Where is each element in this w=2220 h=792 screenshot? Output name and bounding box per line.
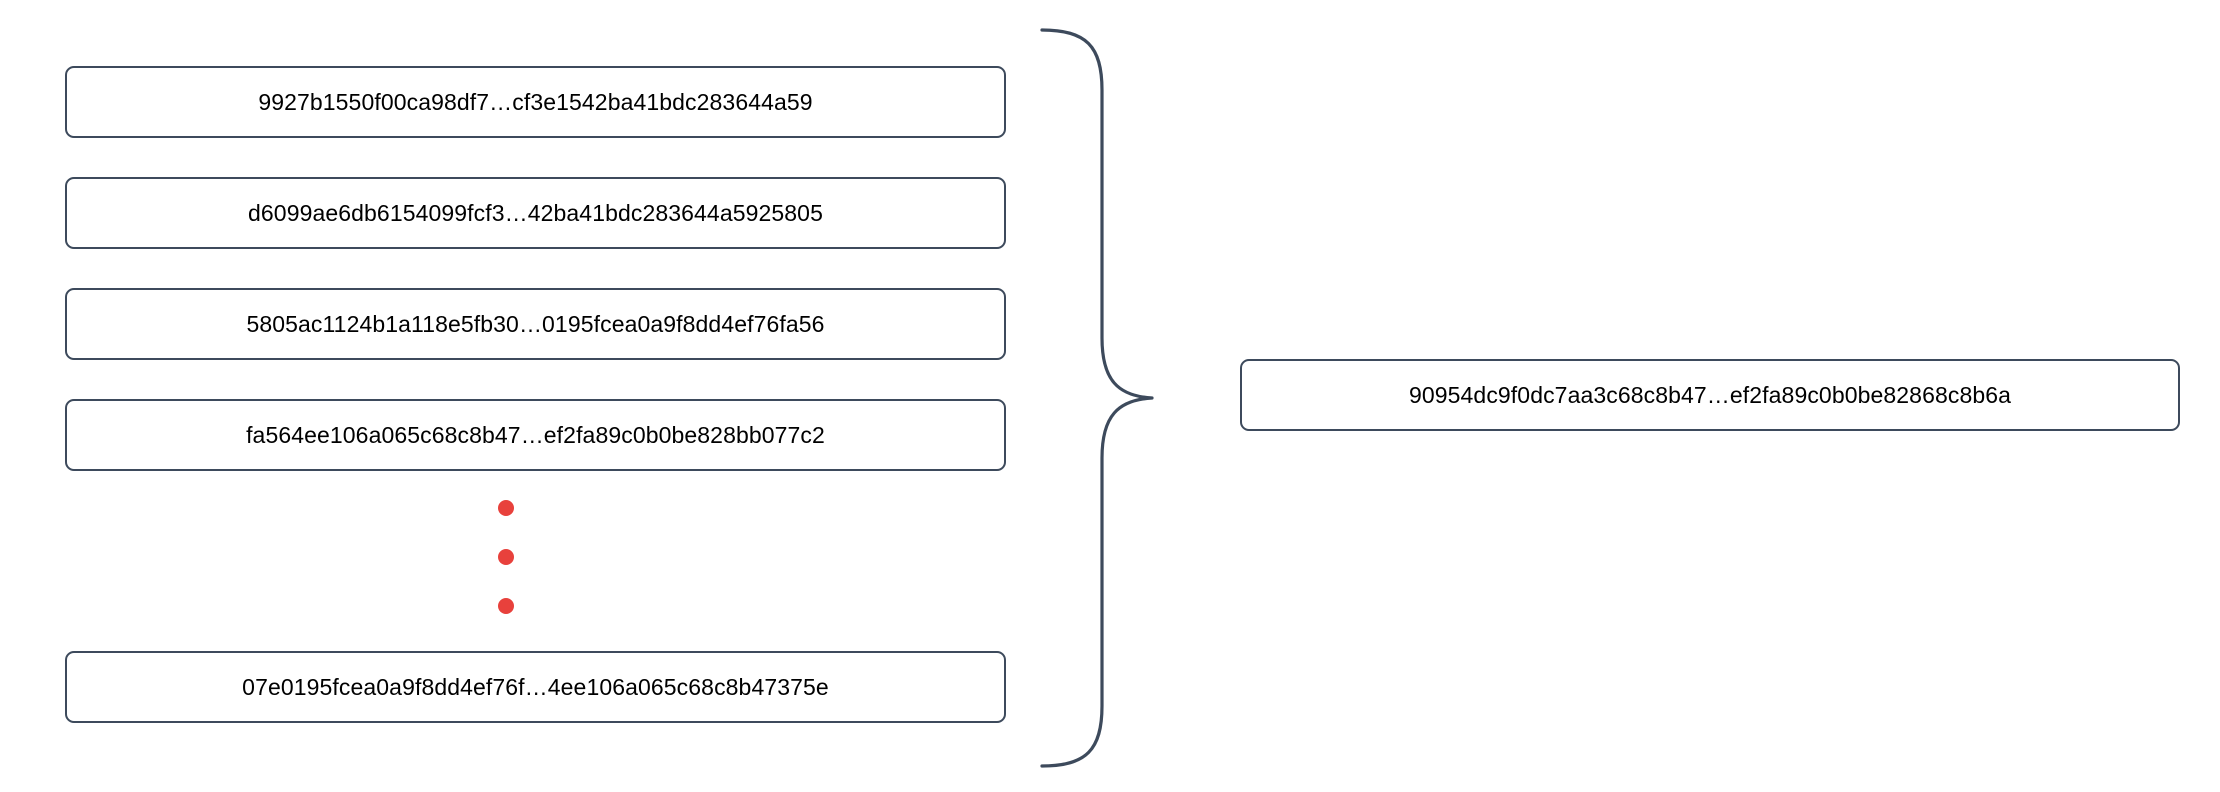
ellipsis-dot-2 (498, 549, 514, 565)
output-hash-label: 90954dc9f0dc7aa3c68c8b47…ef2fa89c0b0be82… (1408, 381, 2012, 408)
curly-brace-icon (1040, 28, 1160, 768)
input-hash-box-5[interactable]: 07e0195fcea0a9f8dd4ef76f…4ee106a065c68c8… (65, 651, 1006, 723)
input-hash-label-1: 9927b1550f00ca98df7…cf3e1542ba41bdc28364… (258, 88, 813, 115)
output-hash-box[interactable]: 90954dc9f0dc7aa3c68c8b47…ef2fa89c0b0be82… (1240, 359, 2180, 431)
input-hash-box-3[interactable]: 5805ac1124b1a118e5fb30…0195fcea0a9f8dd4e… (65, 288, 1006, 360)
input-hash-label-5: 07e0195fcea0a9f8dd4ef76f…4ee106a065c68c8… (242, 673, 829, 700)
input-hash-box-1[interactable]: 9927b1550f00ca98df7…cf3e1542ba41bdc28364… (65, 66, 1006, 138)
vertical-ellipsis-icon (498, 500, 514, 628)
input-hash-label-4: fa564ee106a065c68c8b47…ef2fa89c0b0be828b… (246, 421, 825, 448)
input-hash-label-3: 5805ac1124b1a118e5fb30…0195fcea0a9f8dd4e… (246, 310, 825, 337)
ellipsis-dot-3 (498, 598, 514, 614)
input-hash-box-4[interactable]: fa564ee106a065c68c8b47…ef2fa89c0b0be828b… (65, 399, 1006, 471)
ellipsis-dot-1 (498, 500, 514, 516)
input-hash-label-2: d6099ae6db6154099fcf3…42ba41bdc283644a59… (248, 199, 823, 226)
input-hash-box-2[interactable]: d6099ae6db6154099fcf3…42ba41bdc283644a59… (65, 177, 1006, 249)
